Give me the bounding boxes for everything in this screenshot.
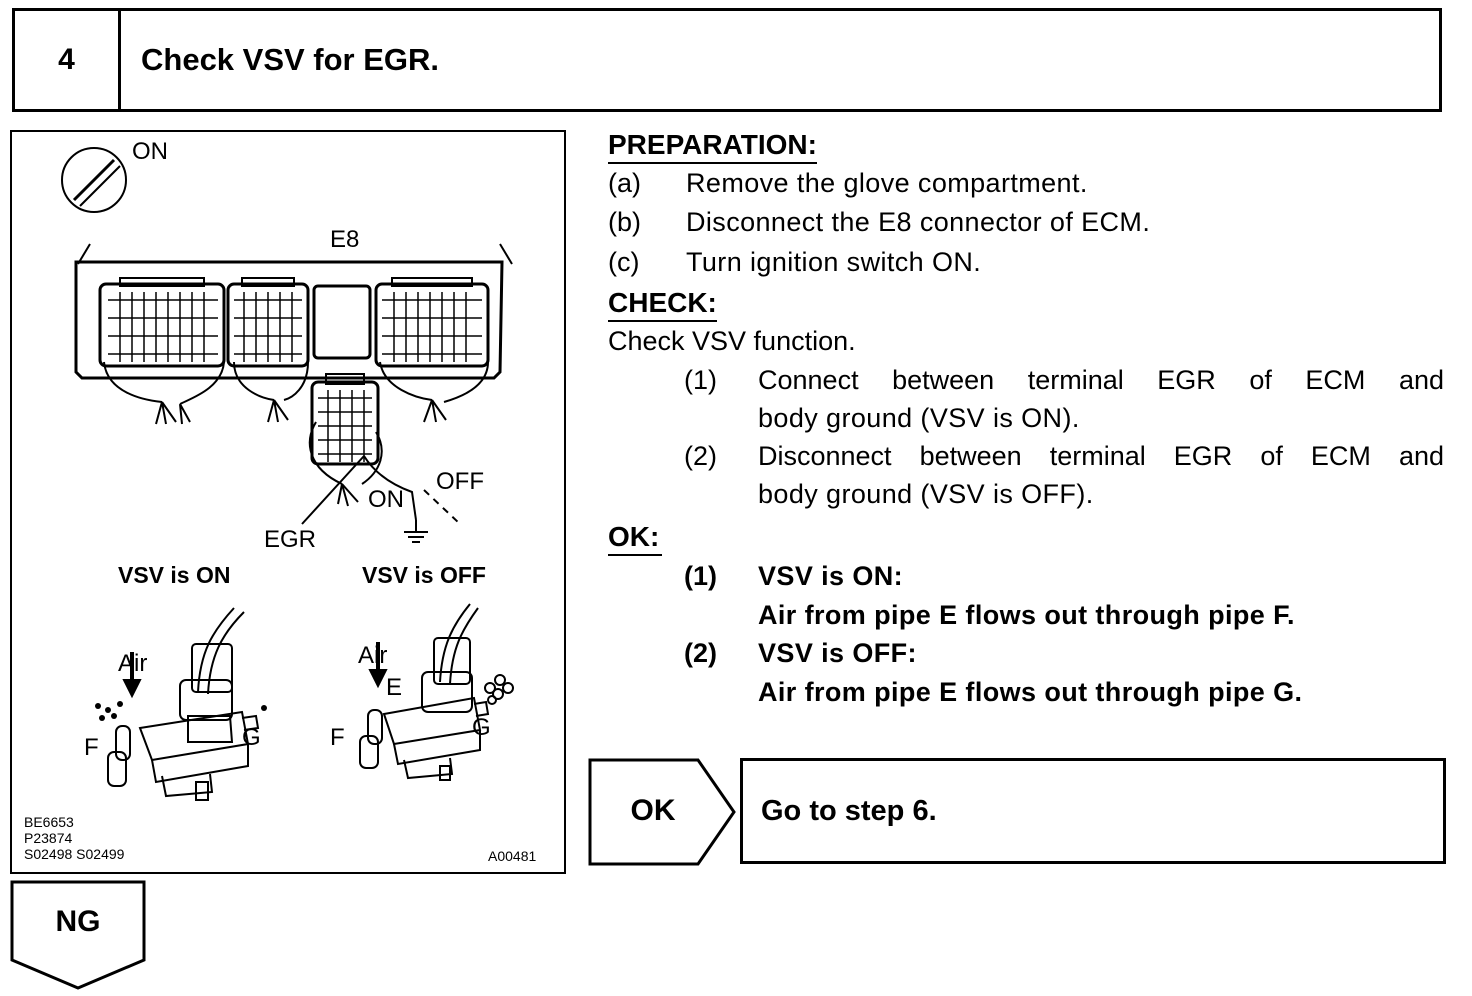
- air-label-vsv-on: Air: [118, 650, 148, 677]
- check-intro: Check VSV function.: [608, 326, 856, 356]
- ignition-key-icon: [61, 147, 127, 213]
- ok-item-1-marker: (1): [684, 561, 717, 591]
- ok-result-text: Go to step 6.: [761, 794, 937, 827]
- connector-e8-label: E8: [330, 226, 360, 253]
- prep-item-c-marker: (c): [608, 247, 640, 277]
- ground-off-label: OFF: [436, 468, 484, 495]
- ecm-connector-outline: [74, 260, 504, 380]
- ok-item-2-line2: Air from pipe E flows out through pipe G…: [758, 677, 1303, 707]
- air-label-vsv-off: Air: [358, 642, 388, 669]
- vsv-off-illustration: [359, 603, 490, 781]
- ok-item-1-line1: VSV is ON:: [758, 561, 904, 591]
- ok-result-label: OK: [630, 794, 676, 827]
- check-heading: CHECK:: [608, 286, 717, 322]
- step-number: 4: [15, 11, 121, 109]
- figure-id: A00481: [488, 848, 537, 864]
- illustration-panel: ON E8 ON OFF EGR VSV is ON VSV is OFF Ai…: [10, 130, 566, 874]
- ok-item-2-marker: (2): [684, 638, 717, 668]
- check-item-1-line2: body ground (VSV is ON).: [758, 403, 1080, 433]
- check-item-1-marker: (1): [684, 365, 717, 395]
- ok-heading: OK:: [608, 520, 662, 556]
- illustration-drawing: [61, 147, 514, 801]
- pipe-f-label-vsv-off: F: [330, 724, 345, 751]
- prep-item-b-text: Disconnect the E8 connector of ECM.: [686, 207, 1151, 237]
- vsv-off-title: VSV is OFF: [362, 562, 486, 588]
- ok-item-2-line1: VSV is OFF:: [758, 638, 917, 668]
- preparation-heading: PREPARATION:: [608, 128, 817, 164]
- ok-arrow-tag: [588, 758, 736, 866]
- prep-item-a-text: Remove the glove compartment.: [686, 168, 1088, 198]
- step-header: 4 Check VSV for EGR.: [12, 8, 1442, 112]
- pipe-g-label-vsv-off: G: [472, 714, 491, 741]
- ok-item-1-line2: Air from pipe E flows out through pipe F…: [758, 600, 1295, 630]
- prep-item-b-marker: (b): [608, 207, 641, 237]
- egr-terminal-label: EGR: [264, 526, 317, 553]
- check-item-2-line1: Disconnect between terminal EGR of ECM a…: [758, 441, 1444, 471]
- ignition-on-label: ON: [132, 138, 168, 165]
- vsv-on-title: VSV is ON: [118, 562, 231, 588]
- check-item-2-marker: (2): [684, 441, 717, 471]
- ground-on-label: ON: [368, 486, 404, 513]
- prep-item-a-marker: (a): [608, 168, 641, 198]
- ng-result-label: NG: [55, 905, 101, 938]
- prep-item-c-text: Turn ignition switch ON.: [686, 247, 982, 277]
- check-item-2-line2: body ground (VSV is OFF).: [758, 479, 1094, 509]
- pipe-g-label-vsv-on: G: [242, 724, 261, 751]
- ok-result-box: Go to step 6.: [740, 758, 1446, 864]
- check-item-1-line1: Connect between terminal EGR of ECM and: [758, 365, 1444, 395]
- pipe-f-label-vsv-on: F: [84, 734, 99, 761]
- figure-codes: BE6653 P23874 S02498 S02499: [24, 814, 125, 862]
- egr-check-connector: [310, 380, 380, 466]
- step-title: Check VSV for EGR.: [141, 42, 440, 77]
- pipe-e-label: E: [386, 674, 403, 701]
- vsv-on-illustration: [107, 607, 260, 801]
- ng-arrow-tag: [10, 880, 146, 990]
